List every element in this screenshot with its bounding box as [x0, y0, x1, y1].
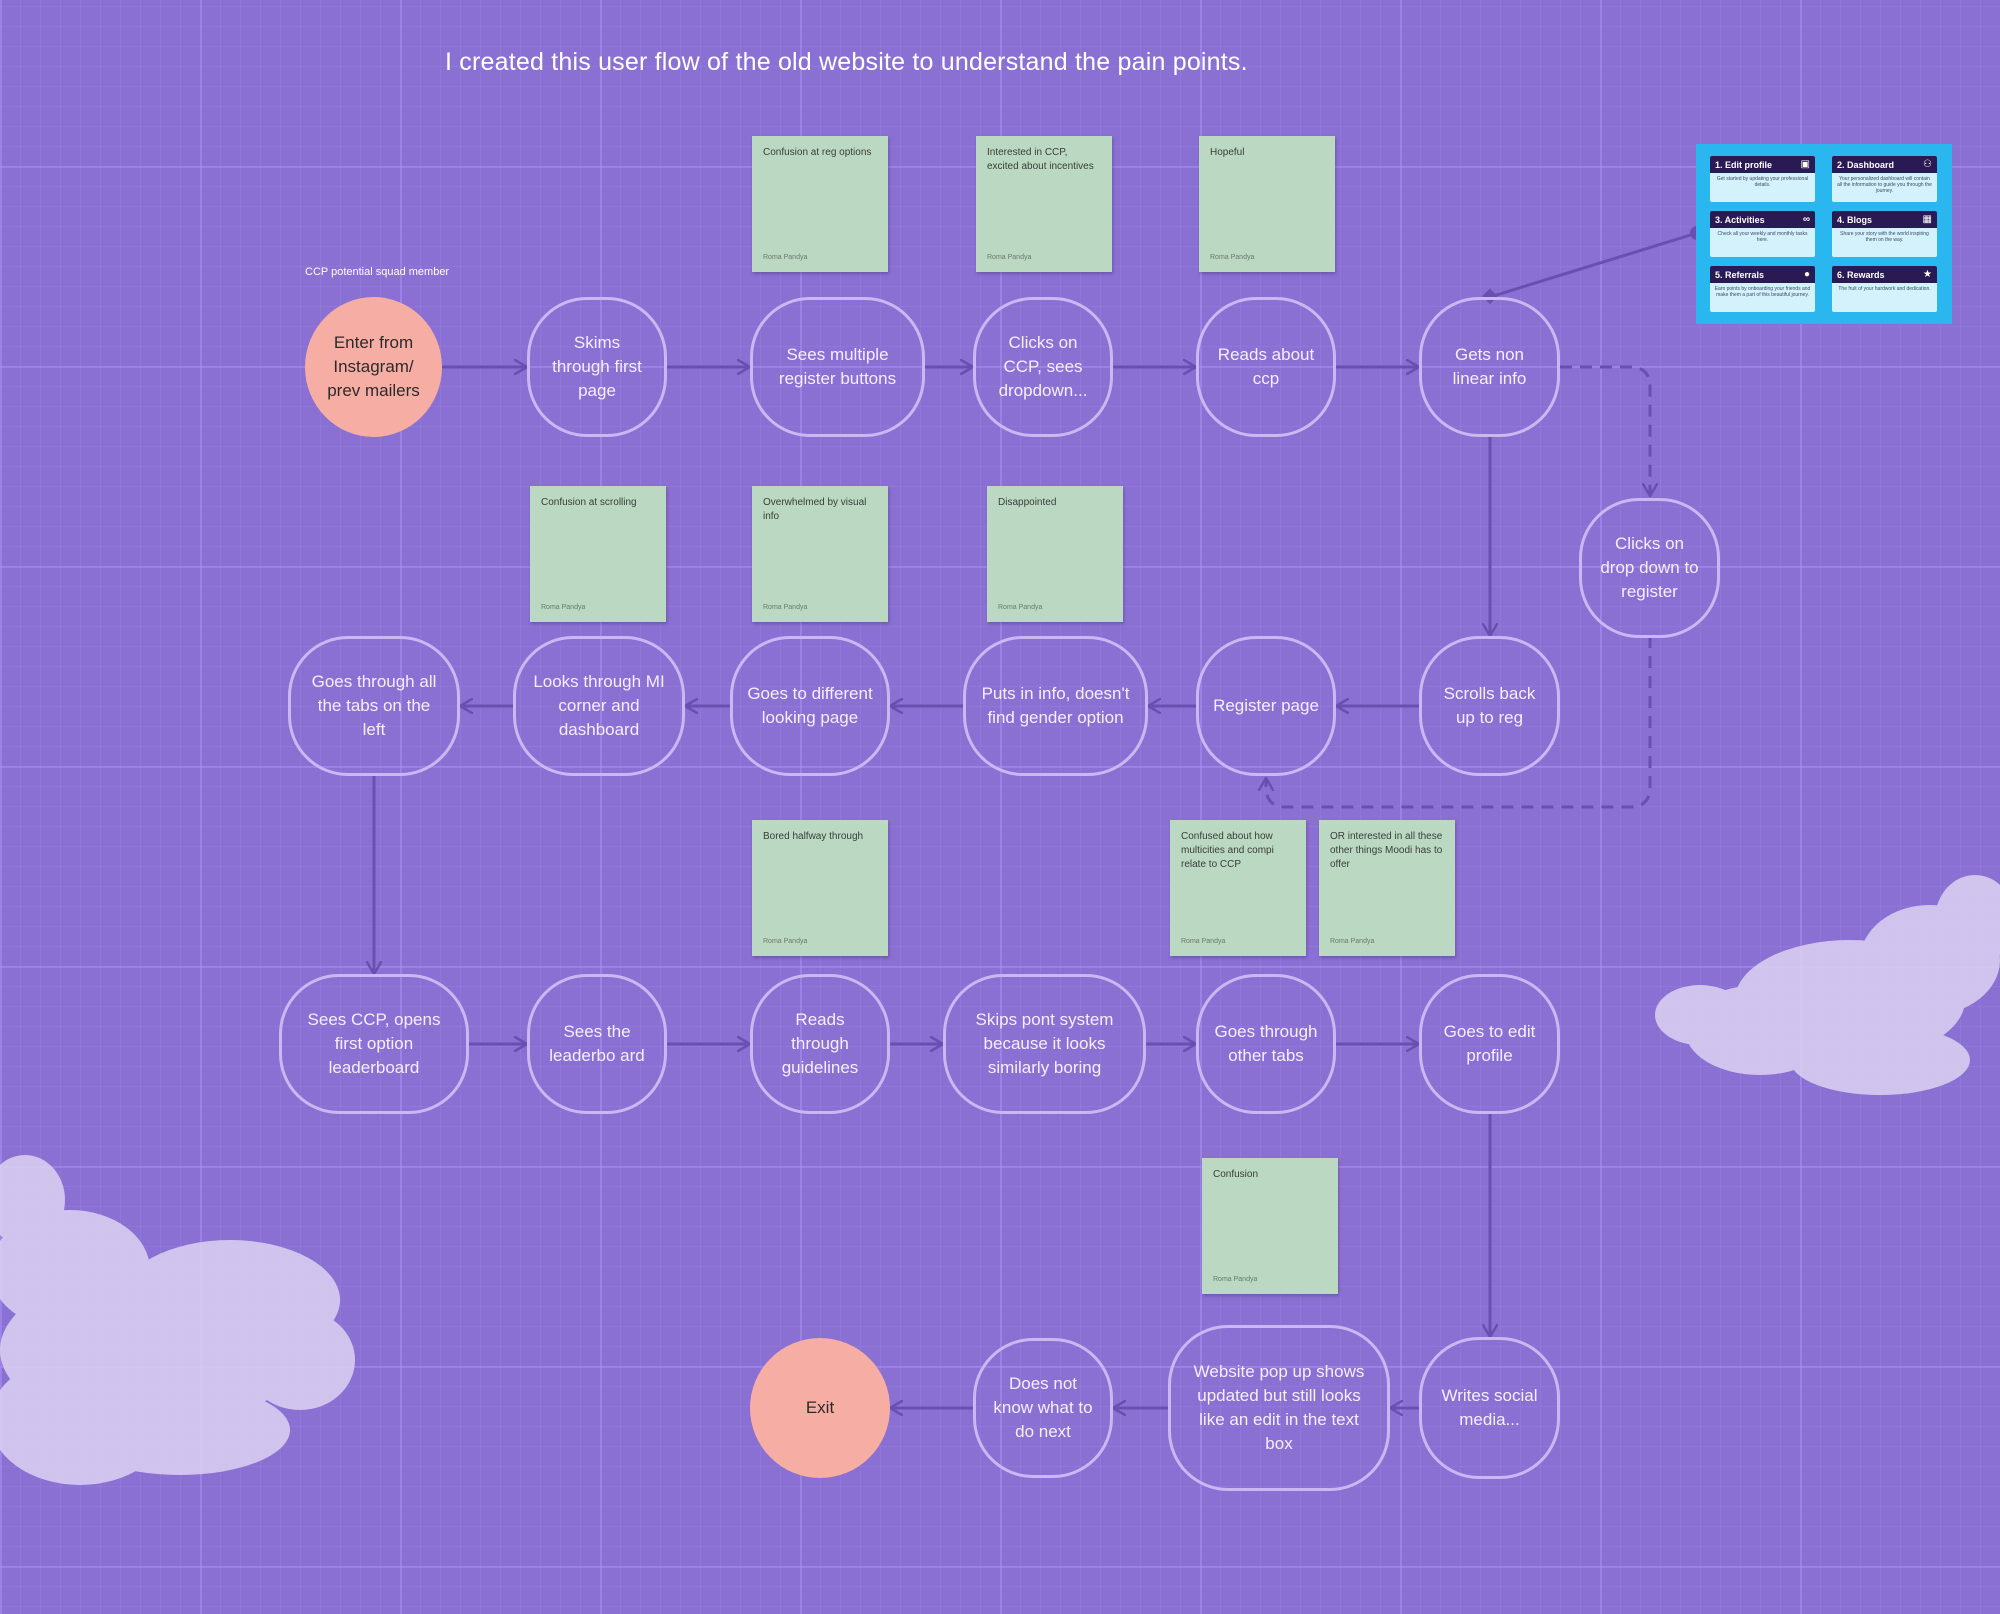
card-description: Get started by updating your professiona… [1716, 176, 1809, 188]
sticky-note[interactable]: Disappointed Roma Pandya [987, 486, 1123, 622]
flow-node-register-buttons[interactable]: Sees multiple register buttons [750, 297, 925, 437]
flow-node-register-page[interactable]: Register page [1196, 636, 1336, 776]
dashboard-card-rewards[interactable]: 6. Rewards ★ The fruit of your hardwork a… [1832, 266, 1937, 312]
sticky-author: Roma Pandya [763, 938, 808, 945]
sticky-author: Roma Pandya [1330, 938, 1375, 945]
dashboard-card-blogs[interactable]: 4. Blogs ▦ Share your story with the worl… [1832, 211, 1937, 257]
exit-node[interactable]: Exit [750, 1338, 890, 1478]
sticky-author: Roma Pandya [998, 604, 1043, 611]
trophy-icon: ★ [1923, 269, 1932, 280]
dashboard-card-referrals[interactable]: 5. Referrals ● Earn points by onboarding … [1710, 266, 1815, 312]
sticky-text: Hopeful [1210, 147, 1245, 158]
card-description: Check all your weekly and monthly tasks … [1717, 231, 1808, 243]
card-title: 1. Edit profile [1715, 159, 1773, 170]
sticky-author: Roma Pandya [763, 254, 808, 261]
sticky-text: Confusion at reg options [763, 147, 872, 158]
flow-node-gender-option[interactable]: Puts in info, doesn't find gender option [963, 636, 1148, 776]
start-node[interactable]: Enter from Instagram/ prev mailers [305, 297, 442, 437]
chat-bubble-icon: ● [1803, 269, 1810, 280]
card-description: Share your story with the world inspirin… [1840, 231, 1929, 243]
dashboard-card-dashboard[interactable]: 2. Dashboard ⚇ Your personalized dashboar… [1832, 156, 1937, 202]
card-title: 6. Rewards [1837, 269, 1885, 280]
link-icon: ∞ [1802, 214, 1810, 225]
sticky-text: OR interested in all these other things … [1330, 831, 1443, 870]
sticky-note[interactable]: Confusion Roma Pandya [1202, 1158, 1338, 1294]
flow-node-tabs-left[interactable]: Goes through all the tabs on the left [288, 636, 460, 776]
flow-node-leaderboard-open[interactable]: Sees CCP, opens first option leaderboard [279, 974, 469, 1114]
sticky-note[interactable]: Confusion at scrolling Roma Pandya [530, 486, 666, 622]
flow-node-mi-corner[interactable]: Looks through MI corner and dashboard [513, 636, 685, 776]
card-title: 4. Blogs [1837, 214, 1873, 225]
sticky-author: Roma Pandya [1210, 254, 1255, 261]
sticky-text: Interested in CCP, excited about incenti… [987, 147, 1094, 172]
flow-node-social-media[interactable]: Writes social media... [1419, 1337, 1560, 1479]
sticky-author: Roma Pandya [1181, 938, 1226, 945]
sticky-text: Confusion [1213, 1169, 1259, 1180]
flow-node-sees-leaderboard[interactable]: Sees the leaderbo ard [527, 974, 667, 1114]
sticky-author: Roma Pandya [1213, 1276, 1258, 1283]
sticky-note[interactable]: Confusion at reg options Roma Pandya [752, 136, 888, 272]
persona-label: CCP potential squad member [305, 266, 450, 278]
dashboard-card-edit-profile[interactable]: 1. Edit profile ▣ Get started by updating… [1710, 156, 1815, 202]
flow-node-other-tabs[interactable]: Goes through other tabs [1196, 974, 1336, 1114]
flow-node-popup-updated[interactable]: Website pop up shows updated but still l… [1168, 1325, 1390, 1491]
sticky-note[interactable]: Hopeful Roma Pandya [1199, 136, 1335, 272]
sticky-note[interactable]: Overwhelmed by visual info Roma Pandya [752, 486, 888, 622]
card-title: 3. Activities [1715, 214, 1765, 225]
flow-node-skips-points[interactable]: Skips pont system because it looks simil… [943, 974, 1146, 1114]
sticky-note[interactable]: Interested in CCP, excited about incenti… [976, 136, 1112, 272]
flow-node-dropdown-register[interactable]: Clicks on drop down to register [1579, 498, 1720, 638]
sticky-author: Roma Pandya [541, 604, 586, 611]
flow-node-edit-profile[interactable]: Goes to edit profile [1419, 974, 1560, 1114]
card-description: Earn points by onboarding your friends a… [1714, 286, 1811, 298]
sticky-author: Roma Pandya [987, 254, 1032, 261]
team-icon: ⚇ [1923, 159, 1932, 170]
card-description: Your personalized dashboard will contain… [1837, 176, 1932, 194]
page-title: I created this user flow of the old webs… [445, 48, 1248, 76]
profile-card-icon: ▣ [1800, 159, 1810, 170]
flow-node-skims[interactable]: Skims through first page [527, 297, 667, 437]
sticky-note[interactable]: OR interested in all these other things … [1319, 820, 1455, 956]
dashboard-screenshot[interactable]: 1. Edit profile ▣ Get started by updating… [1696, 144, 1952, 324]
flow-node-different-page[interactable]: Goes to different looking page [730, 636, 890, 776]
sticky-note[interactable]: Bored halfway through Roma Pandya [752, 820, 888, 956]
cloud-right-decoration [1655, 875, 2000, 1095]
sticky-text: Bored halfway through [763, 831, 864, 842]
sticky-text: Confused about how multicities and compi… [1181, 831, 1274, 870]
dashboard-card-activities[interactable]: 3. Activities ∞ Check all your weekly and… [1710, 211, 1815, 257]
sticky-text: Overwhelmed by visual info [763, 497, 867, 522]
flow-node-scrolls-back[interactable]: Scrolls back up to reg [1419, 636, 1560, 776]
flow-node-clicks-ccp[interactable]: Clicks on CCP, sees dropdown... [973, 297, 1113, 437]
dashed-arrow-n7-n9 [1266, 636, 1652, 809]
sticky-text: Confusion at scrolling [541, 497, 637, 508]
cloud-left-decoration [0, 1155, 355, 1485]
dashboard-reference-link [1482, 226, 1704, 305]
flow-node-guidelines[interactable]: Reads through guidelines [750, 974, 890, 1114]
flow-node-reads-ccp[interactable]: Reads about ccp [1196, 297, 1336, 437]
flow-node-what-next[interactable]: Does not know what to do next [973, 1338, 1113, 1478]
card-description: The fruit of your hardwork and dedicatio… [1838, 286, 1931, 292]
card-title: 2. Dashboard [1837, 159, 1895, 170]
sticky-text: Disappointed [998, 497, 1057, 508]
grid-icon: ▦ [1922, 214, 1932, 225]
dashed-arrow-n6-n7 [1560, 365, 1650, 496]
flow-node-non-linear-info[interactable]: Gets non linear info [1419, 297, 1560, 437]
sticky-note[interactable]: Confused about how multicities and compi… [1170, 820, 1306, 956]
card-title: 5. Referrals [1715, 269, 1765, 280]
sticky-author: Roma Pandya [763, 604, 808, 611]
